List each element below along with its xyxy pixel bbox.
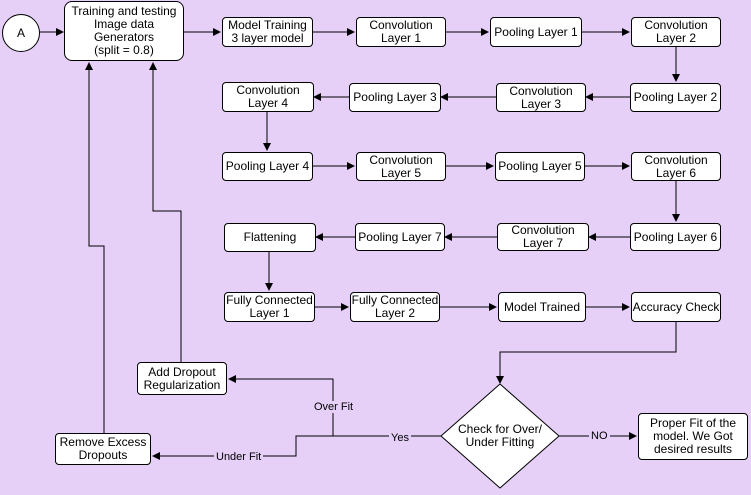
- node-proper-fit: Proper Fit of the model. We Got desired …: [638, 413, 748, 460]
- node-model-training: Model Training 3 layer model: [222, 17, 313, 47]
- edge-overfit: [228, 375, 334, 436]
- edge-dropout-add-generators: [149, 62, 182, 362]
- node-conv5: Convolution Layer 5: [356, 152, 446, 181]
- node-add-dropout: Add Dropout Regularization: [137, 362, 227, 395]
- edge-label-over-fit: Over Fit: [312, 401, 356, 413]
- node-conv6: Convolution Layer 6: [631, 152, 721, 181]
- edge-label-yes: Yes: [389, 432, 411, 444]
- edge-label-no: NO: [589, 430, 610, 442]
- node-conv4: Convolution Layer 4: [222, 82, 314, 112]
- decision-label: Check for Over/ Under Fitting: [457, 422, 543, 449]
- node-conv2: Convolution Layer 2: [631, 17, 721, 47]
- node-fc2: Fully Connected Layer 2: [350, 292, 440, 322]
- start-connector-a: A: [2, 14, 40, 52]
- node-pool5: Pooling Layer 5: [495, 152, 585, 181]
- node-conv1: Convolution Layer 1: [356, 17, 446, 47]
- node-conv3: Convolution Layer 3: [496, 83, 586, 112]
- node-pool3: Pooling Layer 3: [349, 83, 441, 112]
- node-image-generators: Training and testing Image data Generato…: [64, 1, 184, 61]
- node-pool1: Pooling Layer 1: [490, 17, 582, 47]
- node-model-trained: Model Trained: [498, 292, 586, 322]
- node-remove-dropouts: Remove Excess Dropouts: [55, 433, 151, 465]
- node-pool2: Pooling Layer 2: [630, 83, 721, 112]
- node-pool7: Pooling Layer 7: [355, 223, 445, 251]
- node-pool4: Pooling Layer 4: [222, 152, 313, 181]
- edge-dropout-remove-generators: [85, 62, 105, 433]
- edge-accuracy-decision: [496, 322, 677, 384]
- edge-label-under-fit: Under Fit: [214, 451, 264, 463]
- node-conv7: Convolution Layer 7: [497, 223, 589, 251]
- node-accuracy-check: Accuracy Check: [631, 292, 721, 322]
- node-flattening: Flattening: [224, 223, 316, 252]
- node-pool6: Pooling Layer 6: [630, 223, 721, 251]
- node-fc1: Fully Connected Layer 1: [224, 292, 315, 322]
